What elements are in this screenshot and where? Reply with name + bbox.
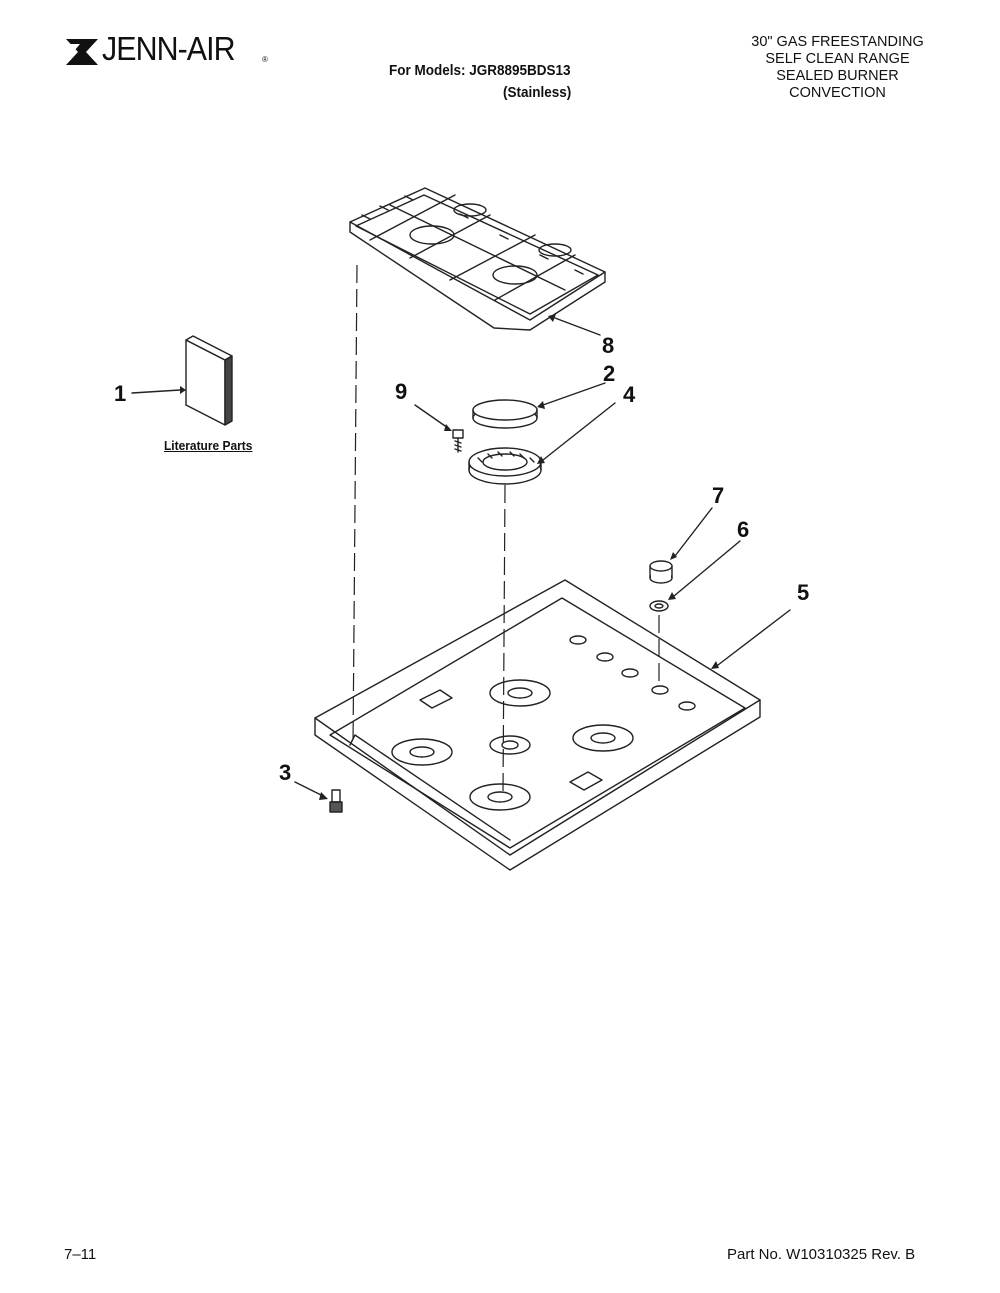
screw (452, 429, 464, 453)
product-description-line: SELF CLEAN RANGE (765, 51, 910, 67)
product-description-line: 30" GAS FREESTANDING (751, 34, 924, 50)
page-number: 7–11 (64, 1246, 97, 1263)
assembly-line-grate (352, 264, 358, 746)
leader-line-5 (717, 609, 791, 666)
product-description: 30" GAS FREESTANDING SELF CLEAN RANGE SE… (700, 34, 975, 102)
callout-2: 2 (603, 361, 616, 386)
callout-3: 3 (279, 760, 292, 785)
brand-name: JENN-AIR (102, 30, 236, 67)
jenn-air-logo (66, 39, 98, 65)
callout-9: 9 (395, 379, 408, 404)
leader-line-6 (673, 540, 741, 597)
finish-label: (Stainless) (503, 84, 572, 101)
burner-grate (349, 187, 606, 331)
leader-line-7 (674, 507, 713, 557)
callout-5: 5 (797, 580, 810, 605)
leader-line-1 (131, 389, 181, 394)
callout-7: 7 (712, 483, 725, 508)
cooktop (314, 579, 761, 871)
knob-bezel (649, 600, 669, 612)
assembly-line-burner (502, 484, 506, 794)
burner-cap (472, 399, 538, 429)
callout-6: 6 (737, 517, 750, 542)
models-line: For Models: JGR8895BDS13 (389, 62, 571, 79)
literature-booklet (185, 335, 233, 426)
registered-mark: ® (262, 55, 268, 64)
leader-line-3 (294, 781, 324, 797)
callout-1: 1 (114, 381, 127, 406)
product-description-line: SEALED BURNER (776, 68, 899, 84)
literature-parts-label: Literature Parts (164, 438, 253, 453)
part-number: Part No. W10310325 Rev. B (727, 1246, 916, 1263)
product-description-line: CONVECTION (789, 85, 886, 101)
grate-bumper (329, 789, 343, 813)
callout-8: 8 (602, 333, 615, 358)
burner-base (468, 447, 542, 485)
leader-line-4 (542, 402, 616, 461)
leader-line-2 (542, 382, 606, 406)
knob (649, 560, 673, 584)
leader-line-9 (414, 404, 449, 429)
callout-4: 4 (623, 382, 636, 407)
leader-line-8 (554, 317, 601, 336)
